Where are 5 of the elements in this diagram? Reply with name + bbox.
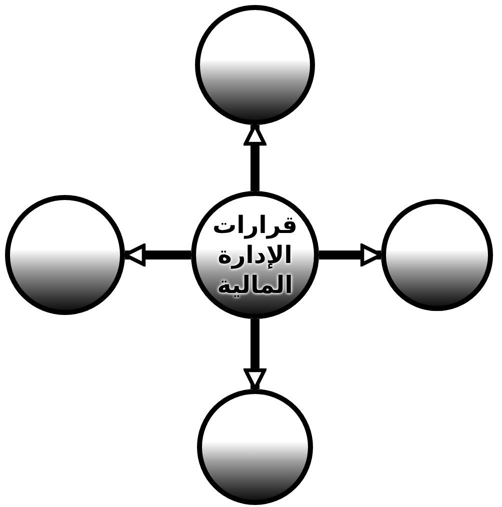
arrow [123, 244, 191, 266]
arrow [244, 319, 266, 391]
node-label: قرارات الإدارة المالية [211, 210, 299, 300]
arrow [319, 244, 383, 266]
arrow [244, 123, 266, 191]
